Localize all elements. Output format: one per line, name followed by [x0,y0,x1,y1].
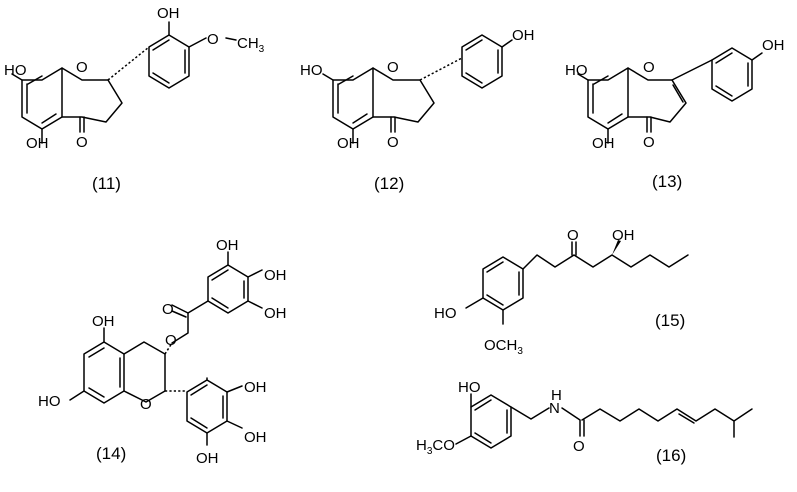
compound-number: (13) [652,172,682,191]
atom-label: H3CO [416,437,455,457]
compound-number: (11) [92,174,121,193]
atom-label: O [567,227,579,244]
atom-label: OH [592,135,615,152]
atom-label: HO [458,379,481,396]
compound-number: (15) [655,311,685,330]
atom-label: CH3 [237,35,265,55]
atom-label: OH [337,135,360,152]
atom-label: OH [196,450,219,467]
atom-label: HO [565,62,588,79]
atom-label: OH [157,5,180,22]
compound-number: (16) [656,446,686,465]
atom-label: OH [92,313,115,330]
atom-label: HO [434,305,457,322]
atom-label: HO [300,62,323,79]
atom-label: O [76,59,88,76]
compound-16: HO H3CO N H O (16) [416,379,753,465]
atom-label: N [549,400,560,417]
atom-label: OH [244,379,267,396]
compound-13: HO O O OH OH (13) [565,37,785,191]
atom-label: O [162,301,174,318]
atom-label: OH [512,27,535,44]
compound-number: (12) [374,174,404,193]
atom-label: OH [26,135,49,152]
atom-label: OH [264,267,287,284]
atom-label: OCH3 [484,337,523,357]
compound-number: (14) [96,444,126,463]
atom-label: O [76,134,88,151]
atom-label: OH [264,305,287,322]
atom-label: H [551,387,562,404]
compound-15: O OH HO OCH3 (15) [434,227,689,357]
atom-label: O [207,31,219,48]
atom-label: OH [244,429,267,446]
atom-label: O [643,134,655,151]
compound-14: OH OH OH O O OH HO O OH OH OH (14) [38,237,287,467]
atom-label: O [140,396,152,413]
atom-label: OH [612,227,635,244]
atom-label: O [387,134,399,151]
compound-11: OH O O HO OH O CH3 (11) [4,5,265,193]
atom-label: HO [38,393,61,410]
compound-12: HO O O OH OH (12) [300,27,535,193]
atom-label: O [387,59,399,76]
atom-label: O [643,59,655,76]
atom-label: O [165,332,177,349]
atom-label: HO [4,62,27,79]
atom-label: OH [762,37,785,54]
atom-label: OH [216,237,239,254]
atom-label: O [573,438,585,455]
